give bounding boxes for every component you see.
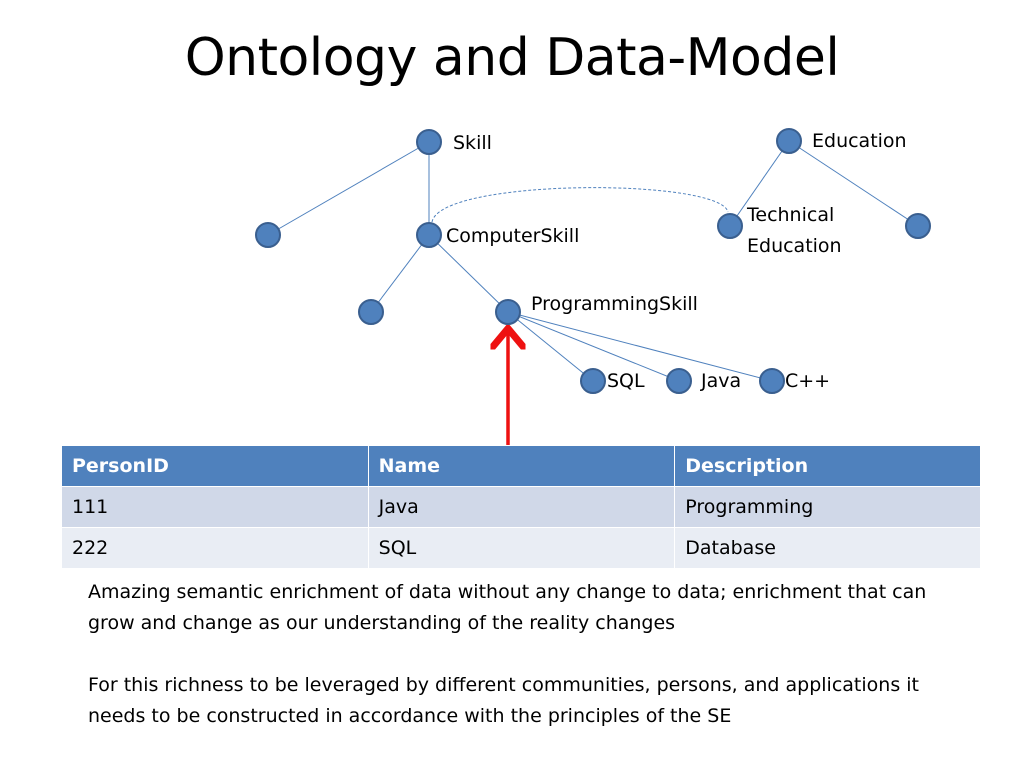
label-technical-education-line2: Education <box>747 235 842 257</box>
edge-programmingskill-sql <box>507 311 594 382</box>
label-skill: Skill <box>453 132 492 154</box>
cell-name: Java <box>367 486 676 528</box>
person-skill-table: PersonID Name Description 111 Java Progr… <box>61 445 981 569</box>
cell-description: Database <box>674 527 981 569</box>
cell-personid: 111 <box>61 486 369 528</box>
ontology-diagram: Skill Education ComputerSkill Technical … <box>255 128 931 452</box>
node-skill <box>416 129 442 155</box>
node-programmingskill <box>495 299 521 325</box>
label-sql: SQL <box>607 370 645 392</box>
paragraph-enrichment: Amazing semantic enrichment of data with… <box>88 581 927 634</box>
header-description: Description <box>674 445 981 487</box>
cell-description: Programming <box>674 486 981 528</box>
edge-programmingskill-cpp <box>507 311 773 382</box>
edge-programmingskill-java <box>507 311 680 382</box>
edge-education-technical <box>729 140 790 227</box>
node-sql <box>580 368 606 394</box>
edge-computerskill-programmingskill <box>428 234 509 313</box>
edge-skill-left <box>267 141 430 236</box>
paragraph-richness: For this richness to be leveraged by dif… <box>88 674 919 727</box>
node-cpp <box>759 368 785 394</box>
label-cpp: C++ <box>785 370 830 392</box>
edge-computerskill-left <box>370 234 430 313</box>
node-computerskill <box>416 222 442 248</box>
node-computerskill-child-left <box>358 299 384 325</box>
node-technical-education <box>717 213 743 239</box>
header-personid: PersonID <box>61 445 369 487</box>
label-java: Java <box>700 370 741 392</box>
label-education: Education <box>812 130 907 152</box>
node-skill-child-left <box>255 222 281 248</box>
edge-education-right <box>788 140 919 227</box>
node-education-child-right <box>905 213 931 239</box>
label-programmingskill: ProgrammingSkill <box>531 293 698 315</box>
dashed-relation-link <box>431 187 729 223</box>
table-row: 111 Java Programming <box>61 486 981 528</box>
slide-title: Ontology and Data-Model <box>184 28 840 88</box>
node-java <box>666 368 692 394</box>
header-name: Name <box>367 445 676 487</box>
table-header-row: PersonID Name Description <box>61 445 981 487</box>
cell-name: SQL <box>367 527 676 569</box>
table-row: 222 SQL Database <box>61 527 981 569</box>
node-education <box>776 128 802 154</box>
label-technical-education-line1: Technical <box>746 204 834 226</box>
label-computerskill: ComputerSkill <box>446 225 579 247</box>
cell-personid: 222 <box>61 527 369 569</box>
